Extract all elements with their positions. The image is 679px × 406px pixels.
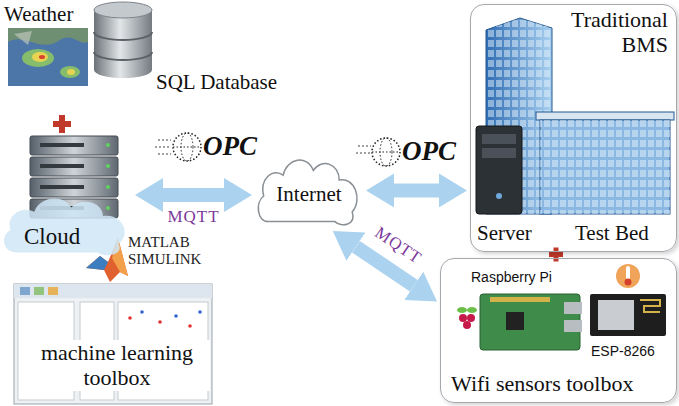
weather-cell <box>32 52 48 62</box>
logo-speed-line <box>158 154 171 155</box>
gpio-header <box>490 297 550 302</box>
cpu-chip <box>506 312 524 330</box>
logo-speed-line <box>155 147 171 148</box>
software-label: MATLAB SIMULINK <box>128 234 220 269</box>
server-bay <box>482 134 516 144</box>
logo-globe <box>372 138 400 166</box>
logo-globe <box>173 133 201 161</box>
toolbox-label: machine learning toolbox <box>24 340 210 391</box>
thermometer-icon <box>616 264 640 288</box>
protocol-label: MQTT <box>165 208 221 227</box>
toolbar-icon <box>20 287 30 295</box>
usb-port <box>564 302 582 314</box>
server-tower <box>476 126 522 214</box>
protocol-logo-text: OPC <box>203 131 257 162</box>
server-led <box>106 206 110 210</box>
logo-speed-line <box>358 146 371 147</box>
source-label: Weather <box>4 2 73 26</box>
database-cylinder <box>94 62 152 78</box>
server-unit <box>30 157 118 176</box>
server-slot <box>40 185 84 189</box>
plot-dot <box>198 310 202 314</box>
raspberry-logo <box>463 321 471 329</box>
double-arrow <box>163 188 224 202</box>
internet-cloud: Internet <box>255 148 363 228</box>
network-name: Internet <box>255 182 363 206</box>
database-label: SQL Database <box>156 70 277 94</box>
plot-dot <box>128 316 132 320</box>
database-top <box>94 2 152 18</box>
toolbar-icon <box>48 287 58 295</box>
weather-cloud <box>14 31 32 45</box>
weather-cell <box>39 55 45 59</box>
server-led <box>106 164 110 168</box>
raspberry-logo <box>467 314 475 322</box>
weather-map <box>8 28 88 86</box>
logo-globe <box>173 147 201 148</box>
cloud-outline <box>4 199 125 256</box>
raspberry-leaf <box>467 307 477 313</box>
server-led <box>106 143 110 147</box>
plot-dot <box>158 320 162 324</box>
toolbar-icon <box>34 287 44 295</box>
matlab-logo <box>86 256 108 270</box>
logo-speed-line <box>158 140 171 141</box>
server-unit <box>30 136 118 155</box>
server-led <box>106 185 110 189</box>
part-name: Test Bed <box>575 221 649 245</box>
database-cylinder <box>94 10 152 70</box>
server-slot <box>40 143 84 147</box>
board-name: ESP-8266 <box>591 343 655 359</box>
panel-title: Traditional BMS <box>556 7 668 58</box>
server-led <box>496 193 502 199</box>
double-arrow <box>394 183 439 197</box>
building-roof <box>536 112 674 120</box>
weather-map-sea <box>8 37 88 86</box>
plot-dot <box>140 310 144 314</box>
esp-antenna <box>640 300 660 312</box>
plus-sign <box>554 248 559 262</box>
server-bay <box>482 148 516 158</box>
database-band <box>94 52 152 60</box>
esp-board <box>590 294 666 336</box>
weather-cell <box>67 69 75 75</box>
protocol-label: MQTT <box>370 223 427 270</box>
building-windows <box>540 120 670 214</box>
raspberry-leaf <box>457 307 467 313</box>
esp-shield <box>598 300 634 330</box>
board-name: Raspberry Pi <box>471 269 552 285</box>
bms-panel: Traditional BMS Server Test Bed <box>470 4 677 252</box>
app-toolbar <box>14 284 212 298</box>
plot-dot <box>174 314 178 318</box>
plus-sign <box>59 115 65 133</box>
logo-speed-line <box>356 153 371 154</box>
platform-name: Cloud <box>24 224 80 250</box>
sensor-panel: Raspberry Pi ESP-8266Wifi sensors toolbox <box>440 258 677 403</box>
plot-dot <box>188 324 192 328</box>
cloud-platform: Cloud <box>0 188 132 258</box>
raspberry-logo <box>459 314 467 322</box>
app-screenshot <box>14 284 212 404</box>
logo-globe <box>372 152 400 153</box>
thermometer-icon <box>625 279 632 286</box>
test-bed-building <box>540 120 670 214</box>
protocol-logo-text: OPC <box>402 136 456 167</box>
database-band <box>94 32 152 40</box>
weather-cell <box>22 49 54 67</box>
server-slot <box>40 164 84 168</box>
thermometer-icon <box>626 266 630 280</box>
weather-cell <box>60 66 80 78</box>
server-unit <box>30 178 118 197</box>
usb-port <box>564 320 582 332</box>
panel-title: Wifi sensors toolbox <box>451 371 633 396</box>
part-name: Server <box>477 221 532 245</box>
